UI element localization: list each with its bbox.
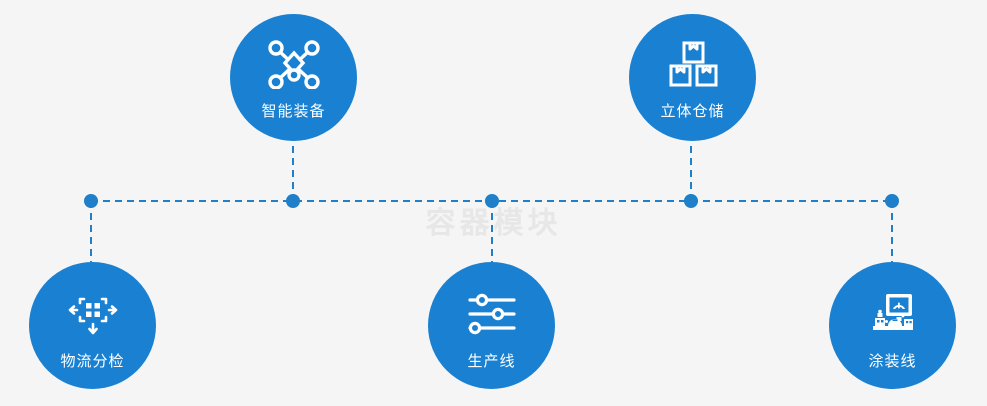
factory-monitor-icon: [865, 288, 921, 340]
node-label: 物流分检: [60, 352, 125, 370]
node-smart-equipment[interactable]: 智能装备: [230, 14, 357, 141]
watermark-text: 容器模块: [425, 206, 562, 241]
node-production-line[interactable]: 生产线: [428, 262, 555, 389]
node-label: 立体仓储: [660, 102, 725, 120]
node-label: 智能装备: [261, 102, 326, 120]
stacked-boxes-icon: [665, 38, 721, 90]
node-coating-line[interactable]: 涂装线: [829, 262, 956, 389]
sliders-icon: [464, 288, 520, 340]
node-label: 生产线: [467, 352, 516, 370]
node-stereo-warehouse[interactable]: 立体仓储: [629, 14, 756, 141]
network-nodes-icon: [266, 38, 322, 90]
scan-sort-arrows-icon: [65, 288, 121, 340]
node-logistics-sorting[interactable]: 物流分检: [29, 262, 156, 389]
node-label: 涂装线: [868, 352, 917, 370]
